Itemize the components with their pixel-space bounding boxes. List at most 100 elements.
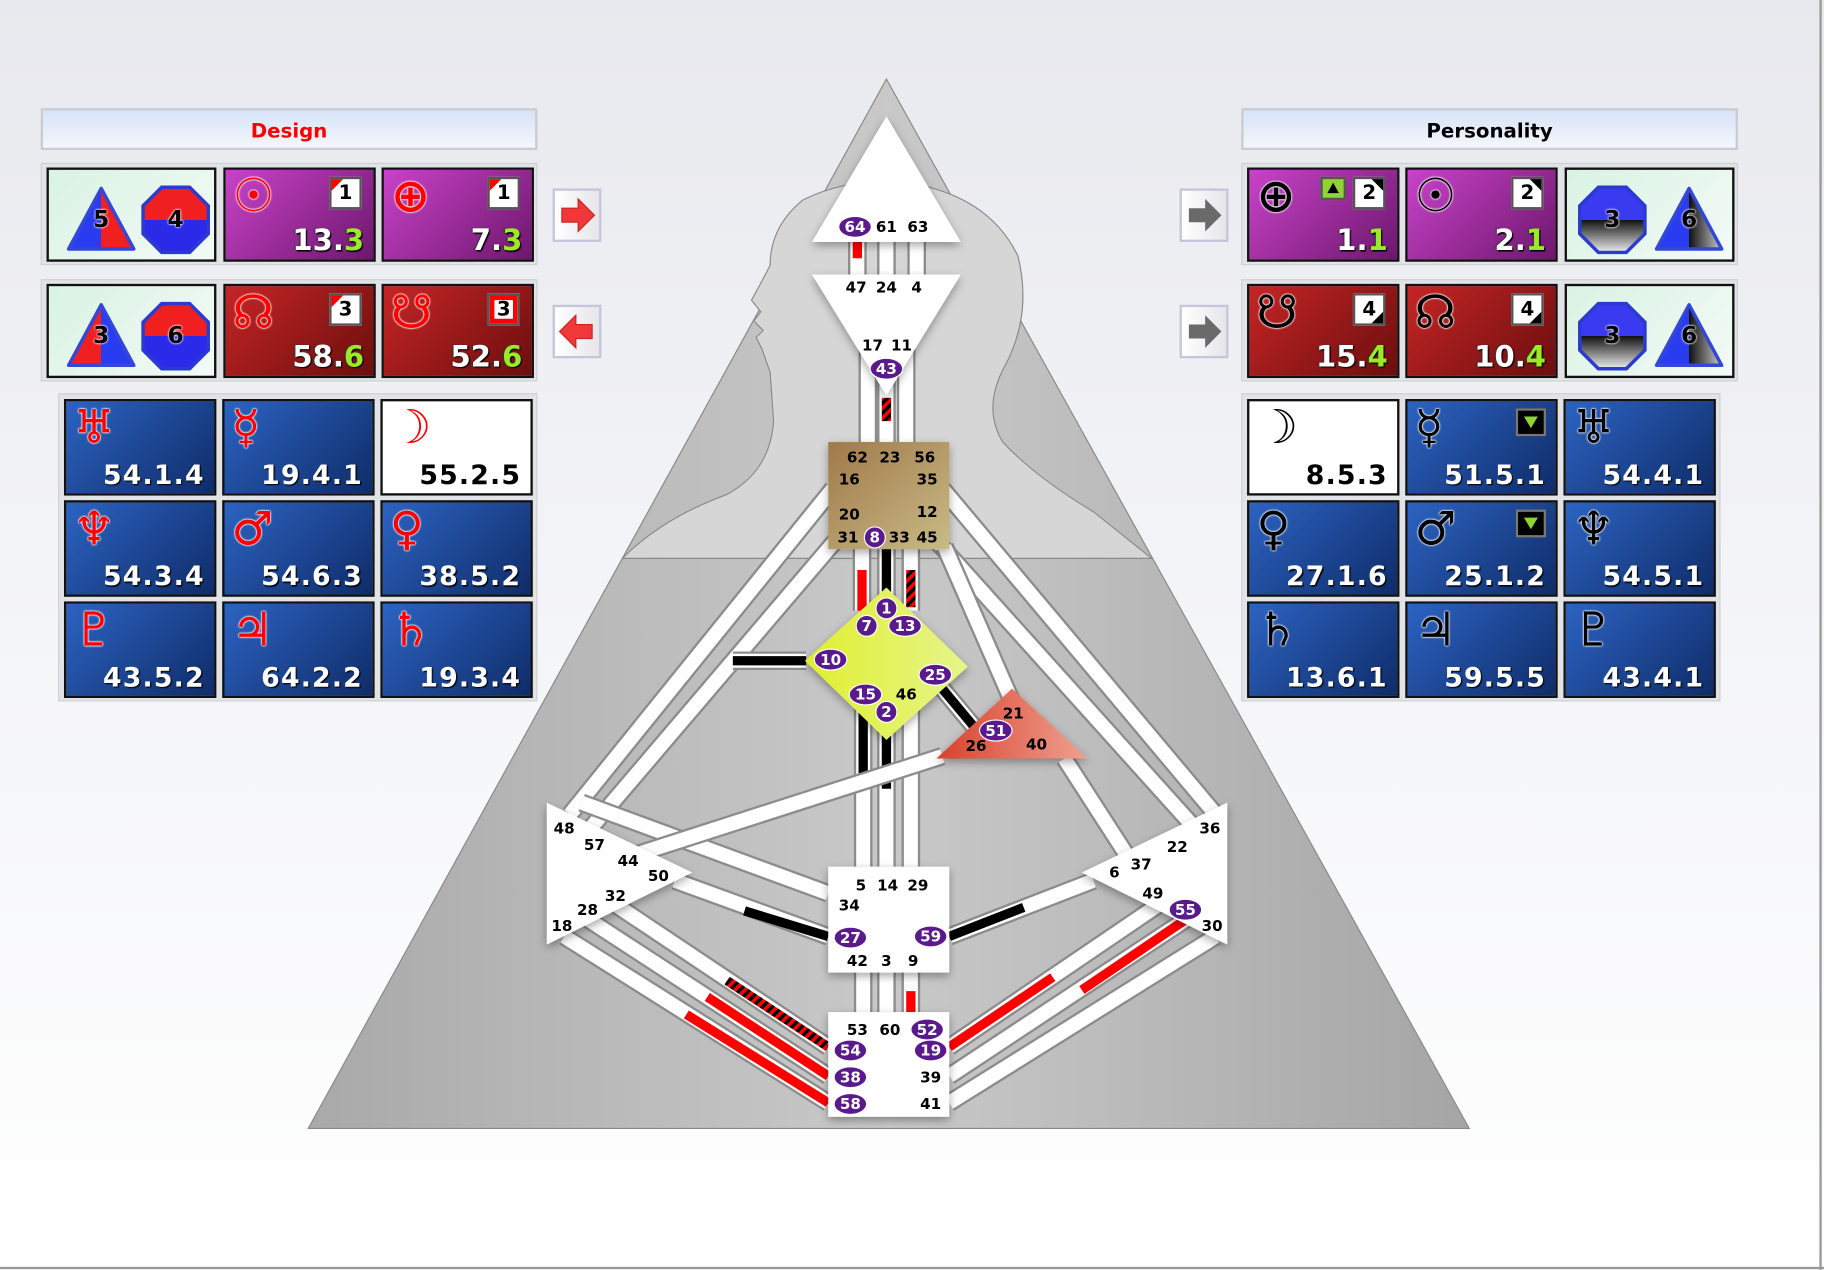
gate-32[interactable]: 32	[605, 887, 626, 905]
gate-3[interactable]: 3	[881, 952, 892, 970]
gate-51[interactable]: 51	[985, 722, 1006, 740]
gate-64[interactable]: 64	[845, 218, 866, 236]
gate-13[interactable]: 13	[895, 617, 916, 635]
gate-18[interactable]: 18	[551, 917, 572, 935]
gate-19[interactable]: 19	[920, 1042, 941, 1060]
gate-25[interactable]: 25	[925, 666, 946, 684]
gate-10[interactable]: 10	[820, 651, 841, 669]
gate-44[interactable]: 44	[618, 852, 639, 870]
personality-sun-cell[interactable]: ☉ 2 21	[1405, 167, 1558, 262]
design-uranus-cell[interactable]: ♅54.1.4	[63, 399, 217, 496]
gate-61[interactable]: 61	[876, 218, 897, 236]
personality-arrow-button-2[interactable]	[1179, 304, 1229, 359]
design-arrow-right-button[interactable]	[552, 188, 602, 242]
design-venus-cell[interactable]: ♀38.5.2	[380, 500, 533, 597]
gate-33[interactable]: 33	[889, 529, 910, 547]
gate-22[interactable]: 22	[1167, 838, 1188, 856]
gate-37[interactable]: 37	[1131, 856, 1152, 874]
active-gate-marker	[848, 683, 883, 706]
gate-42[interactable]: 42	[847, 952, 868, 970]
gate-56[interactable]: 56	[914, 448, 935, 466]
personality-pluto-cell[interactable]: ♇43.4.1	[1563, 601, 1716, 698]
gate-27[interactable]: 27	[840, 929, 861, 947]
gate-53[interactable]: 53	[847, 1021, 868, 1039]
design-mars-cell[interactable]: ♂54.6.3	[222, 500, 375, 597]
gate-1[interactable]: 1	[881, 600, 892, 618]
personality-saturn-cell[interactable]: ♄13.6.1	[1247, 601, 1400, 698]
personality-mars-cell[interactable]: ♂25.1.2	[1405, 500, 1558, 597]
gate-11[interactable]: 11	[891, 337, 912, 355]
personality-mercury-cell[interactable]: ☿51.5.1	[1405, 399, 1558, 496]
gate-52[interactable]: 52	[917, 1021, 938, 1039]
gate-62[interactable]: 62	[847, 448, 868, 466]
gate-9[interactable]: 9	[908, 952, 919, 970]
design-nodes-profile-cell[interactable]: 3 6	[46, 283, 217, 379]
gate-8[interactable]: 8	[870, 529, 881, 547]
gate-46[interactable]: 46	[896, 686, 917, 704]
gate-38[interactable]: 38	[840, 1068, 861, 1086]
personality-arrow-button-1[interactable]	[1179, 188, 1229, 242]
personality-venus-cell[interactable]: ♀27.1.6	[1247, 500, 1400, 597]
design-jupiter-cell[interactable]: ♃64.2.2	[222, 601, 375, 698]
design-saturn-cell[interactable]: ♄19.3.4	[380, 601, 533, 698]
design-south-node-cell[interactable]: ☋ 3 526	[381, 283, 534, 379]
gate-4[interactable]: 4	[911, 279, 922, 297]
design-moon-cell[interactable]: ☽55.2.5	[380, 399, 533, 496]
design-arrow-left-button[interactable]	[552, 304, 602, 359]
personality-north-node-cell[interactable]: ☊ 4 104	[1405, 283, 1558, 379]
design-profile-cell[interactable]: 5 4	[46, 167, 217, 262]
gate-55[interactable]: 55	[1175, 901, 1196, 919]
personality-neptune-cell[interactable]: ♆54.5.1	[1563, 500, 1716, 597]
gate-34[interactable]: 34	[839, 896, 860, 914]
gate-60[interactable]: 60	[879, 1021, 900, 1039]
gate-7[interactable]: 7	[861, 617, 872, 635]
personality-jupiter-cell[interactable]: ♃59.5.5	[1405, 601, 1558, 698]
personality-south-node-cell[interactable]: ☋ 4 154	[1247, 283, 1400, 379]
gate-40[interactable]: 40	[1026, 736, 1047, 754]
gate-5[interactable]: 5	[856, 877, 867, 895]
personality-nodes-profile-cell[interactable]: 3 6	[1564, 283, 1735, 379]
gate-12[interactable]: 12	[917, 503, 938, 521]
personality-earth-cell[interactable]: ⊕ 2 11	[1247, 167, 1400, 262]
design-mercury-cell[interactable]: ☿19.4.1	[222, 399, 375, 496]
design-sun-cell[interactable]: ☉ 1 133	[223, 167, 376, 262]
gate-63[interactable]: 63	[907, 218, 928, 236]
gate-41[interactable]: 41	[920, 1095, 941, 1113]
gate-6[interactable]: 6	[1109, 864, 1120, 882]
gate-48[interactable]: 48	[554, 820, 575, 838]
gate-58[interactable]: 58	[840, 1095, 861, 1113]
gate-16[interactable]: 16	[839, 471, 860, 489]
gate-36[interactable]: 36	[1199, 820, 1220, 838]
gate-20[interactable]: 20	[839, 505, 860, 523]
gate-line-color-value: 64.2.2	[261, 663, 363, 694]
gate-49[interactable]: 49	[1142, 885, 1163, 903]
gate-14[interactable]: 14	[877, 877, 898, 895]
gate-15[interactable]: 15	[855, 686, 876, 704]
gate-21[interactable]: 21	[1003, 704, 1024, 722]
gate-31[interactable]: 31	[838, 529, 859, 547]
gate-29[interactable]: 29	[907, 877, 928, 895]
design-pluto-cell[interactable]: ♇43.5.2	[63, 601, 217, 698]
gate-17[interactable]: 17	[862, 337, 883, 355]
personality-uranus-cell[interactable]: ♅54.4.1	[1563, 399, 1716, 496]
personality-profile-cell[interactable]: 3 6	[1564, 167, 1735, 262]
gate-26[interactable]: 26	[965, 737, 986, 755]
gate-24[interactable]: 24	[876, 279, 897, 297]
gate-43[interactable]: 43	[876, 360, 897, 378]
gate-45[interactable]: 45	[917, 529, 938, 547]
gate-30[interactable]: 30	[1202, 917, 1223, 935]
personality-moon-cell[interactable]: ☽8.5.3	[1247, 399, 1400, 496]
gate-54[interactable]: 54	[840, 1042, 861, 1060]
gate-35[interactable]: 35	[917, 471, 938, 489]
gate-47[interactable]: 47	[846, 279, 867, 297]
gate-59[interactable]: 59	[920, 928, 941, 946]
gate-50[interactable]: 50	[648, 867, 669, 885]
gate-28[interactable]: 28	[577, 901, 598, 919]
design-neptune-cell[interactable]: ♆54.3.4	[63, 500, 217, 597]
gate-39[interactable]: 39	[920, 1068, 941, 1086]
gate-2[interactable]: 2	[881, 703, 892, 721]
gate-57[interactable]: 57	[584, 836, 605, 854]
design-earth-cell[interactable]: ⊕ 1 73	[381, 167, 534, 262]
design-north-node-cell[interactable]: ☊ 3 586	[223, 283, 376, 379]
gate-23[interactable]: 23	[879, 448, 900, 466]
